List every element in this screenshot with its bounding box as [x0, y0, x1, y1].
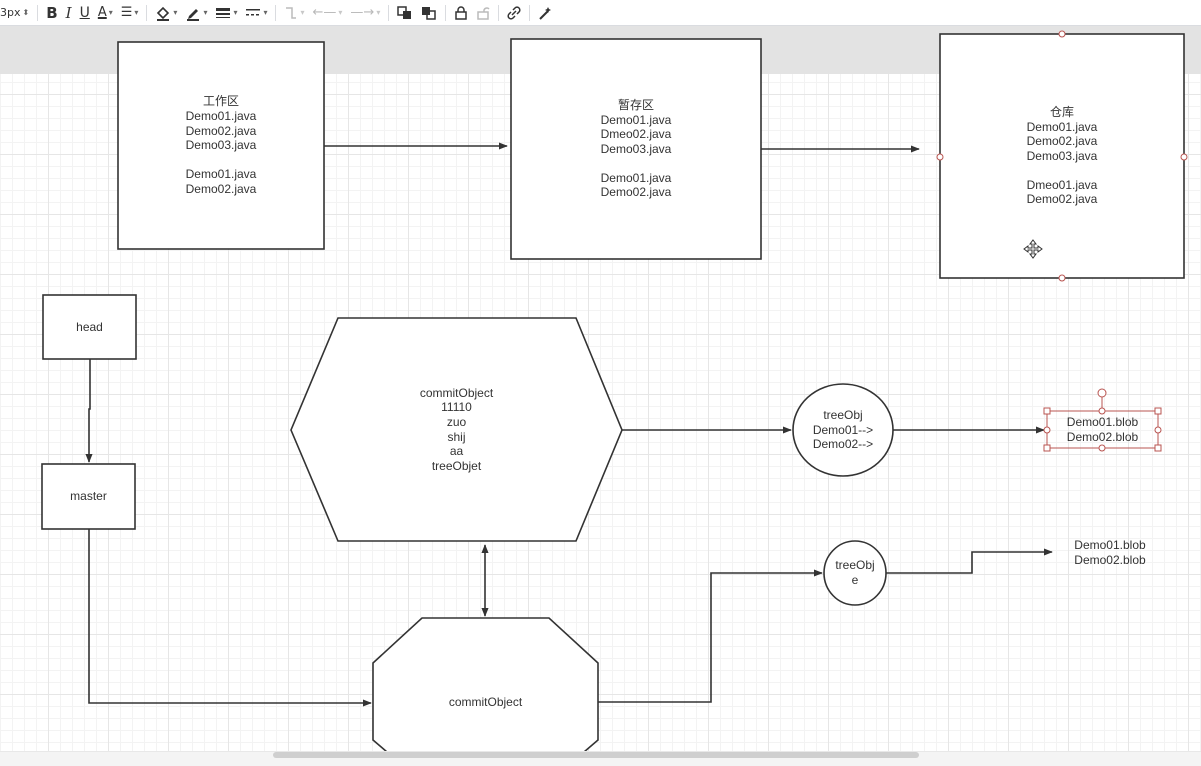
link-button[interactable] [504, 2, 524, 24]
dashed-line-icon [246, 8, 261, 15]
format-painter-button[interactable] [535, 2, 555, 24]
workspace-box[interactable] [117, 41, 325, 250]
chevron-down-icon: ▾ [338, 8, 343, 17]
chevron-down-icon: ▾ [300, 8, 305, 17]
lock-button[interactable] [451, 2, 471, 24]
arrow-commit-to-tree-2[interactable] [598, 569, 823, 703]
line-start-button[interactable]: ←— ▾ [310, 2, 346, 24]
chevron-down-icon: ▾ [203, 8, 208, 17]
chevron-down-icon: ▾ [173, 8, 178, 17]
unlock-button[interactable] [473, 2, 493, 24]
align-button[interactable]: ☰ ▾ [118, 2, 142, 24]
commit-hexagon[interactable] [290, 317, 623, 542]
fill-color-button[interactable]: ▾ [152, 2, 180, 24]
chevron-down-icon: ▾ [376, 8, 381, 17]
chevron-down-icon: ▾ [233, 8, 238, 17]
diagram-canvas[interactable]: 工作区 Demo01.java Demo02.java Demo03.java … [0, 26, 1201, 751]
elbow-connector-icon [286, 6, 297, 19]
bold-button[interactable]: B [46, 3, 58, 22]
toolbar-divider [529, 4, 531, 21]
arrow-tree2-to-blobs[interactable] [886, 548, 1053, 574]
spinner-icon[interactable]: ⬍ [22, 8, 30, 17]
bring-to-front-icon [397, 5, 412, 19]
toolbar-divider [146, 4, 148, 21]
commit-hexagon-label: commitObject 11110 zuo shij aa treeObjet [419, 385, 494, 473]
head-box[interactable] [42, 294, 137, 360]
font-color-icon: A [97, 5, 107, 20]
italic-button[interactable]: I [65, 3, 72, 22]
commit-octagon-label: commitObject [448, 694, 523, 709]
toolbar-divider [498, 4, 500, 21]
line-end-button[interactable]: —→ ▾ [347, 2, 383, 24]
toolbar-divider [37, 4, 39, 21]
arrow-right-icon: —→ [350, 5, 375, 20]
fill-bucket-icon [157, 6, 170, 21]
unlock-icon [477, 6, 490, 20]
repository-box[interactable] [939, 33, 1185, 279]
line-width-icon [216, 7, 231, 18]
arrow-left-icon: ←— [312, 5, 337, 20]
magic-wand-icon [539, 6, 552, 20]
lock-icon [455, 5, 468, 20]
tree-object-1-label: treeObj Demo01--> Demo02--> [812, 408, 874, 452]
blob-group-2-label: Demo01.blob Demo02.blob [1074, 538, 1146, 567]
staging-label: 暂存区 Demo01.java Dmeo02.java Demo03.java … [600, 97, 672, 200]
line-style-button[interactable]: ▾ [242, 2, 270, 24]
font-size-value: 3px [0, 6, 21, 19]
font-color-button[interactable]: A ▾ [95, 2, 116, 24]
link-icon [507, 5, 521, 20]
connection-points[interactable] [936, 30, 1188, 282]
arrow-master-to-commit[interactable] [88, 529, 372, 707]
toolbar-divider [275, 4, 277, 21]
align-left-icon: ☰ [120, 5, 133, 20]
move-cursor-icon [1023, 239, 1043, 259]
bring-to-front-button[interactable] [394, 2, 416, 24]
chevron-down-icon: ▾ [108, 8, 113, 17]
master-box[interactable] [41, 463, 136, 530]
commit-octagon[interactable] [372, 617, 599, 751]
format-toolbar: 3px ⬍ B I U A ▾ ☰ ▾ ▾ ▾ ▾ ▾ ▾ ←— ▾ —→ ▾ [0, 0, 1201, 26]
repository-label: 仓库 Demo01.java Demo02.java Demo03.java D… [1026, 104, 1098, 207]
selection-handles[interactable] [1043, 388, 1162, 452]
underline-button[interactable]: U [79, 4, 90, 21]
blob-group-1-label: Demo01.blob Demo02.blob [1066, 414, 1139, 444]
toolbar-divider [388, 4, 390, 21]
toolbar-divider [445, 4, 447, 21]
tree-object-2-label: treeObj e [835, 558, 875, 587]
line-width-button[interactable]: ▾ [212, 2, 240, 24]
chevron-down-icon: ▾ [263, 8, 268, 17]
head-label: head [76, 319, 103, 334]
workspace-label: 工作区 Demo01.java Demo02.java Demo03.java … [185, 94, 257, 196]
chevron-down-icon: ▾ [134, 8, 139, 17]
master-label: master [70, 489, 107, 504]
diagram-svg [41, 30, 1188, 751]
send-to-back-icon [422, 6, 437, 20]
connector-style-button[interactable]: ▾ [281, 2, 307, 24]
send-to-back-button[interactable] [418, 2, 440, 24]
font-size-field[interactable]: 3px ⬍ [0, 2, 32, 24]
pencil-icon [187, 8, 200, 21]
line-color-button[interactable]: ▾ [182, 2, 210, 24]
horizontal-scrollbar-thumb[interactable] [273, 752, 919, 758]
arrow-head-to-master[interactable] [85, 359, 93, 463]
